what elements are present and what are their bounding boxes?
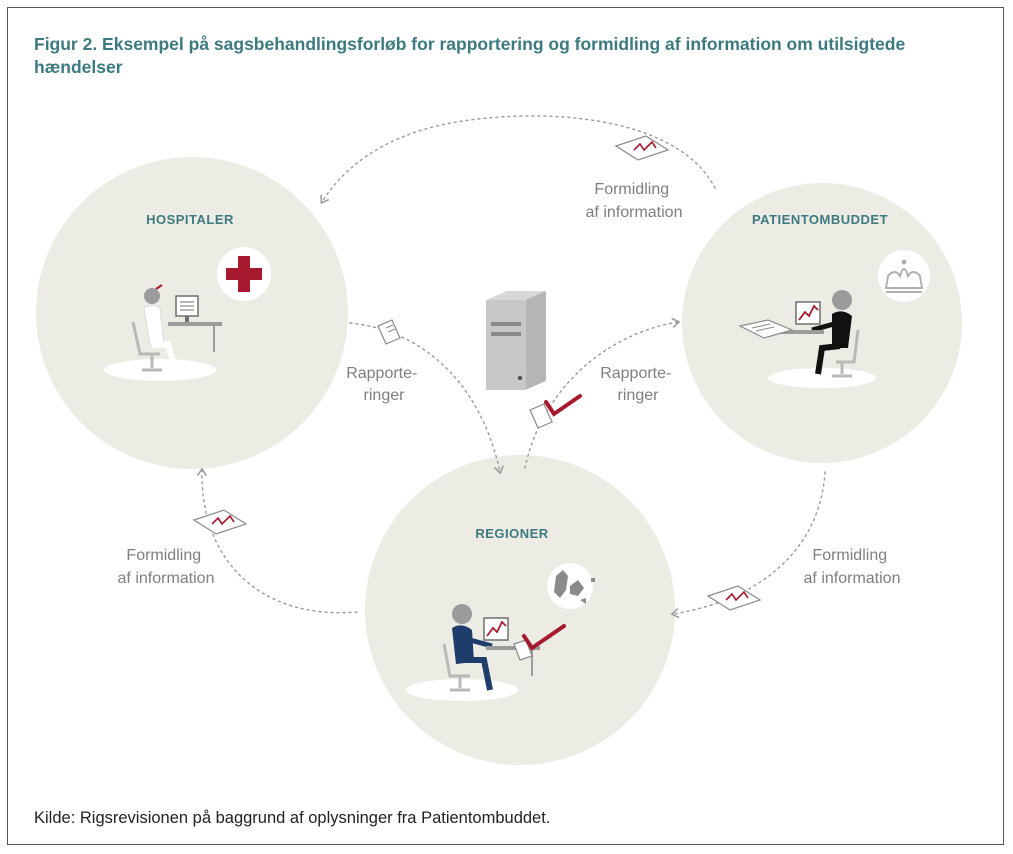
label-formidling-left-line1: Formidling [126,547,201,564]
arrow-formidling-left [196,467,358,614]
denmark-map-icon [547,563,595,609]
label-formidling-top-line2: af information [586,204,683,221]
label-formidling-left: Formidling af information [118,547,215,587]
report-fax-icon-right [706,585,762,611]
label-formidling-left-line2: af information [118,570,215,587]
label-rapport-right: Rapporte- ringer [600,365,676,404]
label-rapport-right-line2: ringer [618,387,660,404]
hospital-cross-icon [217,247,271,301]
report-fax-icon-left [192,509,248,535]
node-title-hospitaler: HOSPITALER [146,212,234,227]
arrow-rapport-left [349,322,504,475]
label-formidling-right-line2: af information [804,570,901,587]
figure-frame [7,7,1004,845]
label-rapport-left-line1: Rapporte- [346,365,417,382]
crown-icon [878,250,930,302]
document-check-icon-right [529,394,582,429]
officer-at-desk-icon [738,290,860,378]
node-title-regioner: REGIONER [475,526,548,541]
arrow-formidling-right [670,471,826,619]
label-formidling-right: Formidling af information [804,547,901,587]
server-icon [486,291,546,390]
figure-title: Figur 2. Eksempel på sagsbehandlingsforl… [34,34,906,77]
floor-shadow-patientombuddet [768,368,876,388]
label-formidling-top: Formidling af information [586,181,683,221]
label-rapport-left-line2: ringer [364,387,406,404]
report-fax-icon-top [614,135,670,161]
label-formidling-right-line1: Formidling [812,547,887,564]
nurse-at-desk-icon [131,284,222,372]
arrow-formidling-top [320,115,716,205]
document-icon-left [377,319,401,345]
case-worker-at-desk-icon [442,604,566,692]
source-note: Kilde: Rigsrevisionen på baggrund af opl… [34,809,551,827]
label-rapport-left: Rapporte- ringer [346,365,422,404]
label-formidling-top-line1: Formidling [594,181,669,198]
node-title-patientombuddet: PATIENTOMBUDDET [752,212,888,227]
regioner-circle [365,455,675,765]
label-rapport-right-line1: Rapporte- [600,365,671,382]
